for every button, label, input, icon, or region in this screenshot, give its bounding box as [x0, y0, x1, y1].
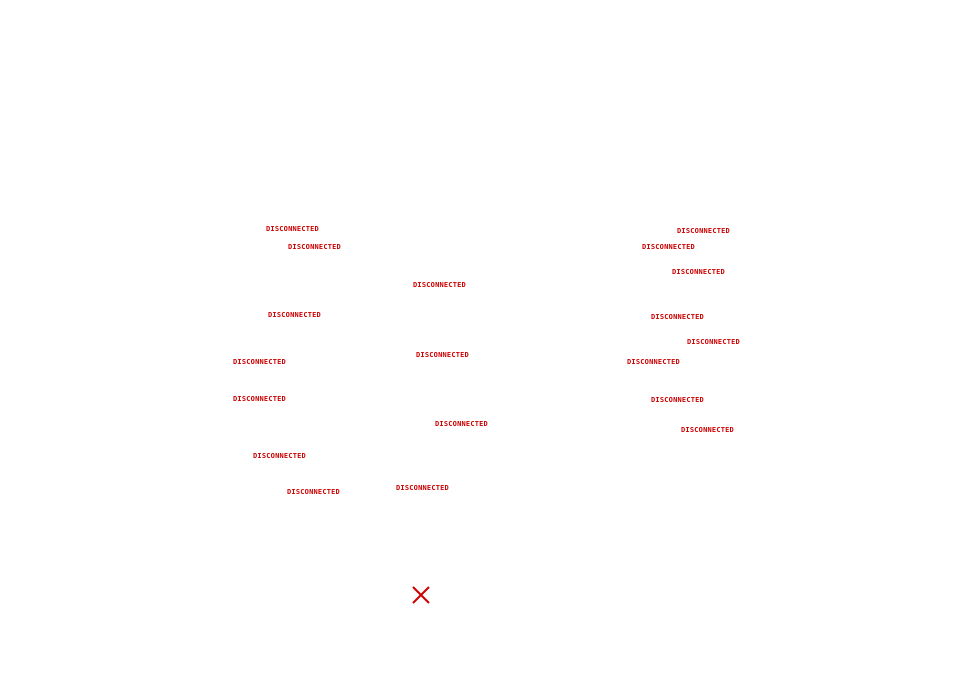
status-label-disconnected: DISCONNECTED	[677, 227, 730, 235]
status-label-disconnected: DISCONNECTED	[416, 351, 469, 359]
close-button[interactable]	[410, 584, 432, 606]
status-label-disconnected: DISCONNECTED	[687, 338, 740, 346]
status-label-disconnected: DISCONNECTED	[651, 396, 704, 404]
status-label-disconnected: DISCONNECTED	[253, 452, 306, 460]
status-label-disconnected: DISCONNECTED	[435, 420, 488, 428]
status-label-disconnected: DISCONNECTED	[266, 225, 319, 233]
close-icon	[412, 586, 430, 604]
status-label-disconnected: DISCONNECTED	[396, 484, 449, 492]
status-label-disconnected: DISCONNECTED	[287, 488, 340, 496]
status-label-disconnected: DISCONNECTED	[413, 281, 466, 289]
status-label-disconnected: DISCONNECTED	[642, 243, 695, 251]
status-label-disconnected: DISCONNECTED	[651, 313, 704, 321]
status-label-disconnected: DISCONNECTED	[681, 426, 734, 434]
status-label-disconnected: DISCONNECTED	[233, 358, 286, 366]
status-label-disconnected: DISCONNECTED	[268, 311, 321, 319]
status-label-disconnected: DISCONNECTED	[288, 243, 341, 251]
status-label-disconnected: DISCONNECTED	[672, 268, 725, 276]
status-label-disconnected: DISCONNECTED	[233, 395, 286, 403]
status-label-disconnected: DISCONNECTED	[627, 358, 680, 366]
